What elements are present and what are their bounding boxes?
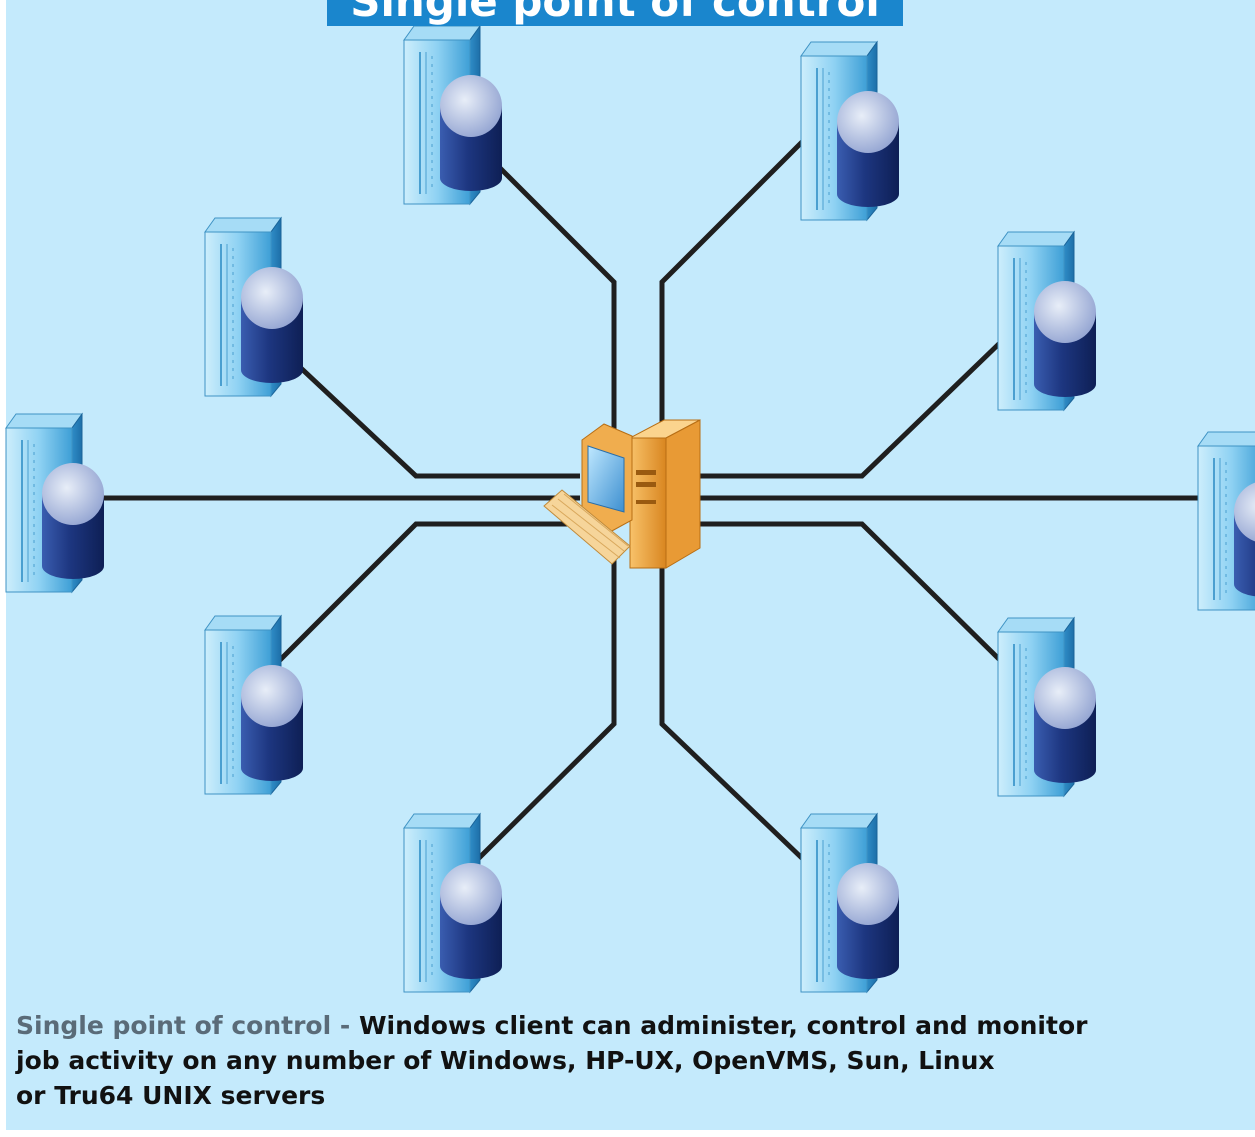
- cable-top-left: [488, 156, 617, 440]
- cable-bottom-right: [659, 560, 808, 864]
- client-workstation-icon: [543, 419, 701, 569]
- diagram-caption: Single point of control - Windows client…: [16, 1008, 1251, 1113]
- network-cables: [100, 136, 1205, 864]
- cable-bottom-left: [473, 560, 617, 864]
- caption-separator: -: [331, 1011, 359, 1040]
- caption-lead: Single point of control: [16, 1011, 332, 1040]
- caption-line-2: job activity on any number of Windows, H…: [16, 1046, 995, 1075]
- cable-lower-right: [700, 521, 1007, 667]
- caption-line-3: or Tru64 UNIX servers: [16, 1081, 326, 1110]
- server-right-icon: [1197, 431, 1255, 611]
- caption-text-1: Windows client can administer, control a…: [358, 1011, 1088, 1040]
- diagram-title: Single point of control: [327, 0, 903, 26]
- cable-top-right: [659, 136, 808, 440]
- cable-upper-left: [286, 354, 580, 479]
- cable-lower-left: [273, 521, 580, 667]
- caption-line-1: Single point of control - Windows client…: [16, 1008, 1251, 1043]
- cable-upper-right: [700, 336, 1007, 479]
